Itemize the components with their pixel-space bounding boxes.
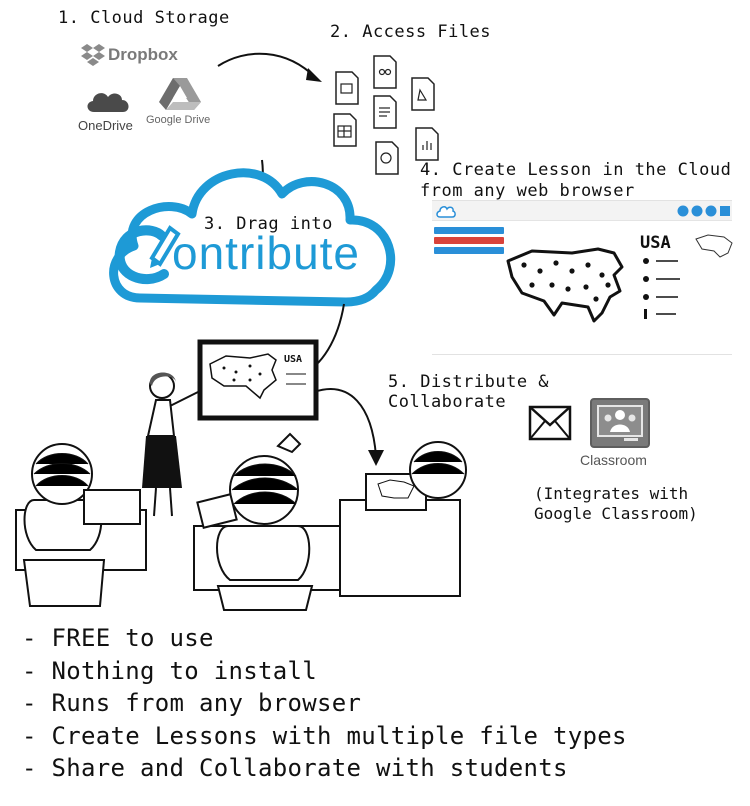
dropbox-logo: Dropbox <box>80 42 180 70</box>
contribute-c-pencil-icon <box>114 225 181 284</box>
google-drive-label: Google Drive <box>146 114 211 126</box>
feature-item: - Create Lessons with multiple file type… <box>22 721 627 750</box>
pie-file-icon <box>375 141 399 175</box>
google-drive-triangle-icon <box>159 78 201 110</box>
step-1-cloud-storage: 1. Cloud Storage <box>58 8 230 28</box>
step-5-line-2: Collaborate <box>388 392 507 412</box>
app-cloud-icon <box>436 206 456 218</box>
svg-text:USA: USA <box>284 354 302 365</box>
step-3-drag-into: 3. Drag into <box>204 214 333 234</box>
lesson-row-red <box>434 237 504 244</box>
google-classroom-icon <box>590 398 650 448</box>
contribute-wordmark: ontribute <box>172 227 361 279</box>
classroom-scene-sketch: USA <box>15 339 345 611</box>
classroom-note-line-1: (Integrates with <box>534 484 689 503</box>
small-usa-map-sketch <box>695 234 733 258</box>
step-5-line-1: 5. Distribute & <box>388 372 550 392</box>
classroom-note-line-2: Google Classroom) <box>534 504 698 523</box>
feature-item: - FREE to use <box>22 624 214 652</box>
dropbox-logo-icon <box>81 44 105 66</box>
feature-item: - Runs from any browser <box>22 689 362 717</box>
image-file-icon <box>335 71 359 105</box>
usa-map-sketch <box>506 247 624 323</box>
lesson-map-title: USA <box>640 233 671 253</box>
google-drive-logo: Google Drive <box>146 76 216 134</box>
onedrive-label: OneDrive <box>78 118 133 133</box>
lesson-map-legend <box>643 258 680 319</box>
step-2-access-files: 2. Access Files <box>330 22 492 42</box>
lesson-topbar <box>432 201 732 221</box>
lesson-row-blue <box>434 227 504 234</box>
classroom-people-icon <box>597 405 643 441</box>
envelope-icon <box>528 405 572 441</box>
onedrive-cloud-icon <box>87 93 129 112</box>
arrow-storage-to-files <box>217 52 322 82</box>
onedrive-logo: OneDrive <box>78 84 138 134</box>
dropbox-label: Dropbox <box>108 45 178 64</box>
feature-item: - Nothing to install <box>22 656 317 685</box>
contribute-cloud-outline <box>109 168 396 307</box>
spreadsheet-file-icon <box>333 113 357 147</box>
file-icons-group <box>333 55 439 175</box>
arrow-board-to-student <box>313 388 384 466</box>
classroom-label: Classroom <box>580 452 647 468</box>
step-4-line-2: from any web browser <box>420 181 635 201</box>
step-4-line-1: 4. Create Lesson in the Cloud <box>420 160 732 180</box>
right-student-sketch <box>339 441 467 597</box>
lesson-row-blue-2 <box>434 247 504 254</box>
feature-item: - Share and Collaborate with students <box>22 754 568 782</box>
lesson-editor-screenshot: USA <box>432 200 733 355</box>
toolbar-buttons-icons <box>677 205 730 217</box>
feature-list: - FREE to use - Nothing to install - Run… <box>22 622 732 785</box>
